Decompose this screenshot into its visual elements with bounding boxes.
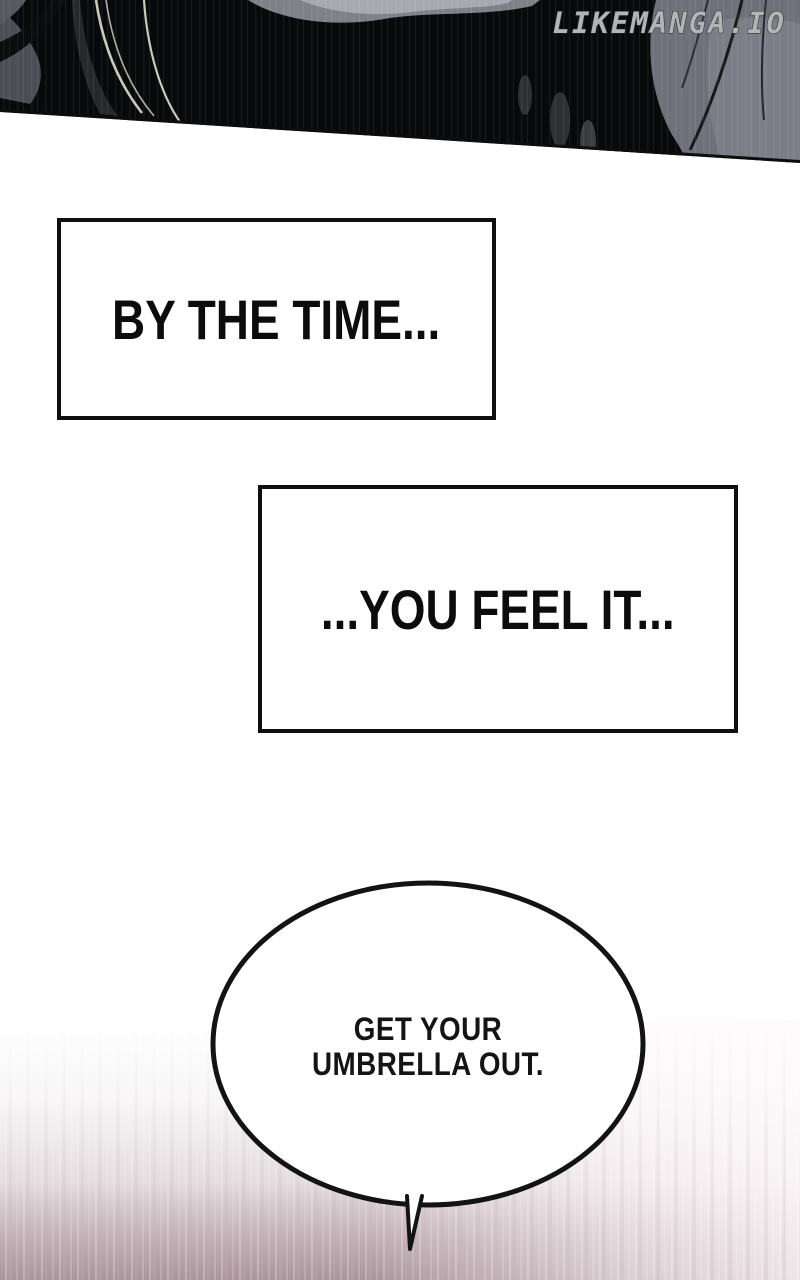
caption-text-2: ...YOU FEEL IT... — [321, 577, 675, 641]
panel-art-group: LIKEMANGA.IO — [0, 0, 800, 163]
panel-diagonal-edge — [0, 109, 800, 163]
caption-text-1: BY THE TIME... — [112, 287, 441, 351]
speech-bubble-text: GET YOUR UMBRELLA OUT. — [271, 1012, 584, 1082]
speech-bubble-line-1: GET YOUR — [353, 1011, 503, 1047]
manga-panel-artwork: LIKEMANGA.IO — [0, 0, 800, 163]
caption-box-by-the-time: BY THE TIME... — [57, 218, 496, 420]
speech-bubble-tail — [405, 1194, 424, 1251]
speech-bubble — [210, 880, 646, 1251]
caption-box-you-feel-it: ...YOU FEEL IT... — [258, 485, 738, 733]
speech-bubble-body — [210, 880, 646, 1208]
watermark-text: LIKEMANGA.IO — [552, 6, 786, 40]
speech-bubble-line-2: UMBRELLA OUT. — [312, 1046, 544, 1082]
